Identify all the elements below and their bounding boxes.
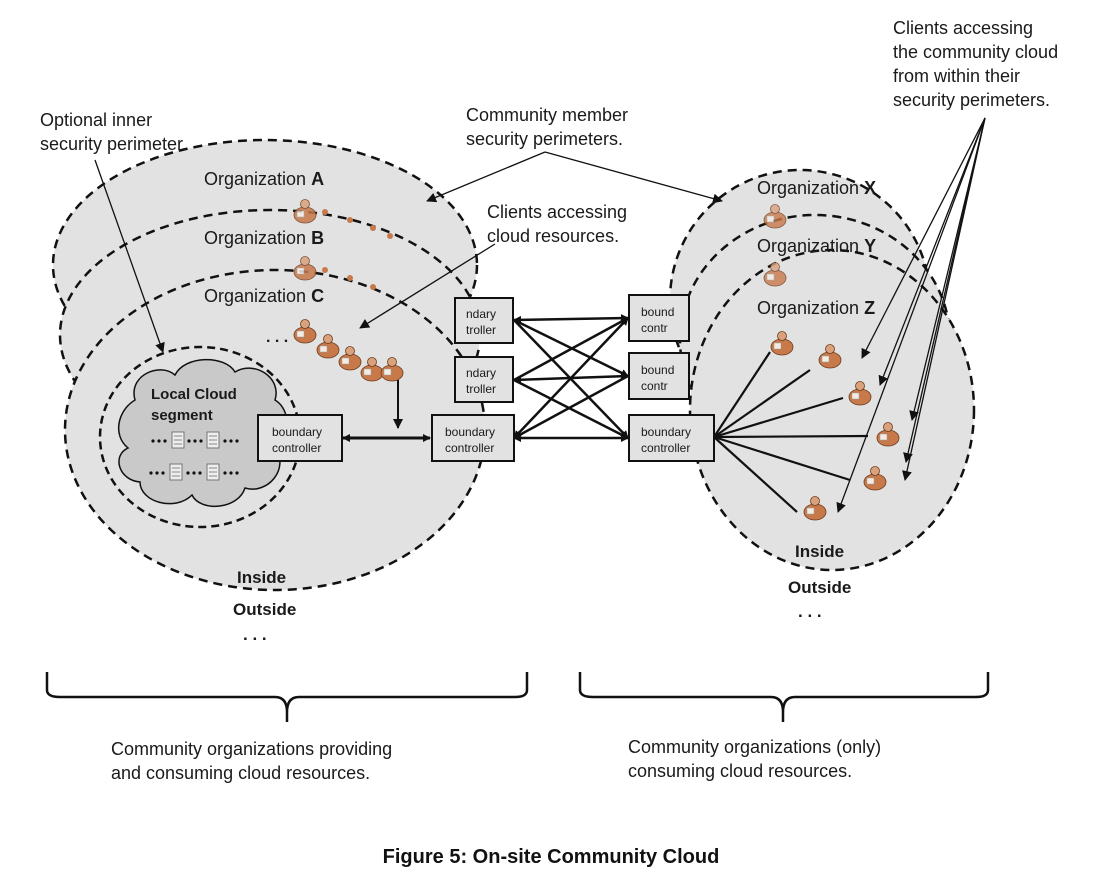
clients-ellipsis: . . . <box>266 329 288 346</box>
org-b-label: Organization B <box>204 228 324 248</box>
cloud-shape <box>117 358 288 508</box>
server-icon <box>206 431 220 449</box>
inside-label-right: Inside <box>795 542 844 561</box>
org-c-label: Organization C <box>204 286 324 306</box>
left-group-label: and consuming cloud resources. <box>111 763 370 783</box>
org-a-label: Organization A <box>204 169 324 189</box>
svg-text:bound: bound <box>641 363 674 377</box>
svg-text:ndary: ndary <box>466 366 496 380</box>
optional-inner-label: Optional inner <box>40 110 152 130</box>
svg-text:boundary: boundary <box>445 425 495 439</box>
svg-text:boundary: boundary <box>272 425 322 439</box>
right-brace <box>578 672 990 722</box>
client-group-a <box>293 199 393 239</box>
ellipsis-left: . . . <box>243 625 267 644</box>
client-group-b <box>293 256 376 290</box>
org-y-label: Organization Y <box>757 236 876 256</box>
ellipsis-right: . . . <box>798 602 822 621</box>
svg-text:troller: troller <box>466 382 496 396</box>
clients-community-label: from within their <box>893 66 1020 86</box>
right-org-z-perimeter <box>688 248 976 572</box>
svg-text:controller: controller <box>445 441 494 455</box>
org-z-label: Organization Z <box>757 298 875 318</box>
boundary-controller-a: ndary troller <box>454 297 514 344</box>
community-member-label: security perimeters. <box>466 129 623 149</box>
boundary-controller-local: boundary controller <box>257 414 343 462</box>
boundary-controller-x: bound contr <box>628 294 690 342</box>
clients-cloud-label: Clients accessing <box>487 202 627 222</box>
figure-caption: Figure 5: On-site Community Cloud <box>382 846 720 868</box>
left-brace <box>45 672 529 722</box>
right-group-label: Community organizations (only) <box>628 737 881 757</box>
left-group-label: Community organizations providing <box>111 739 392 759</box>
interconnect-lines <box>513 314 629 442</box>
svg-text:boundary: boundary <box>641 425 691 439</box>
clients-community-label: security perimeters. <box>893 90 1050 110</box>
svg-text:contr: contr <box>641 321 668 335</box>
right-client-links <box>713 351 869 513</box>
server-icon <box>169 463 183 481</box>
local-cloud-label: segment <box>151 407 213 424</box>
local-cloud-perimeter <box>98 345 302 529</box>
svg-text:bound: bound <box>641 305 674 319</box>
server-icon <box>206 463 220 481</box>
clients-cloud-label: cloud resources. <box>487 226 619 246</box>
boundary-controller-y: bound contr <box>628 352 690 400</box>
svg-text:ndary: ndary <box>466 307 496 321</box>
svg-text:contr: contr <box>641 379 668 393</box>
server-icon <box>171 431 185 449</box>
svg-text:controller: controller <box>641 441 690 455</box>
clients-community-label: the community cloud <box>893 42 1058 62</box>
inside-label-left: Inside <box>237 568 286 587</box>
svg-text:troller: troller <box>466 323 496 337</box>
outside-label-left: Outside <box>233 600 296 619</box>
annotation-arrows <box>94 117 986 513</box>
clients-community-label: Clients accessing <box>893 18 1033 38</box>
local-cloud-label: Local Cloud <box>151 386 237 403</box>
server-dots <box>149 439 239 475</box>
optional-inner-label: security perimeter. <box>40 134 187 154</box>
boundary-controller-b: ndary troller <box>454 356 514 403</box>
right-group-label: consuming cloud resources. <box>628 761 852 781</box>
org-x-label: Organization X <box>757 178 876 198</box>
svg-text:controller: controller <box>272 441 321 455</box>
outside-label-right: Outside <box>788 578 851 597</box>
community-member-label: Community member <box>466 105 628 125</box>
boundary-controller-c: boundary controller <box>431 414 515 462</box>
boundary-controller-z: boundary controller <box>628 414 715 462</box>
